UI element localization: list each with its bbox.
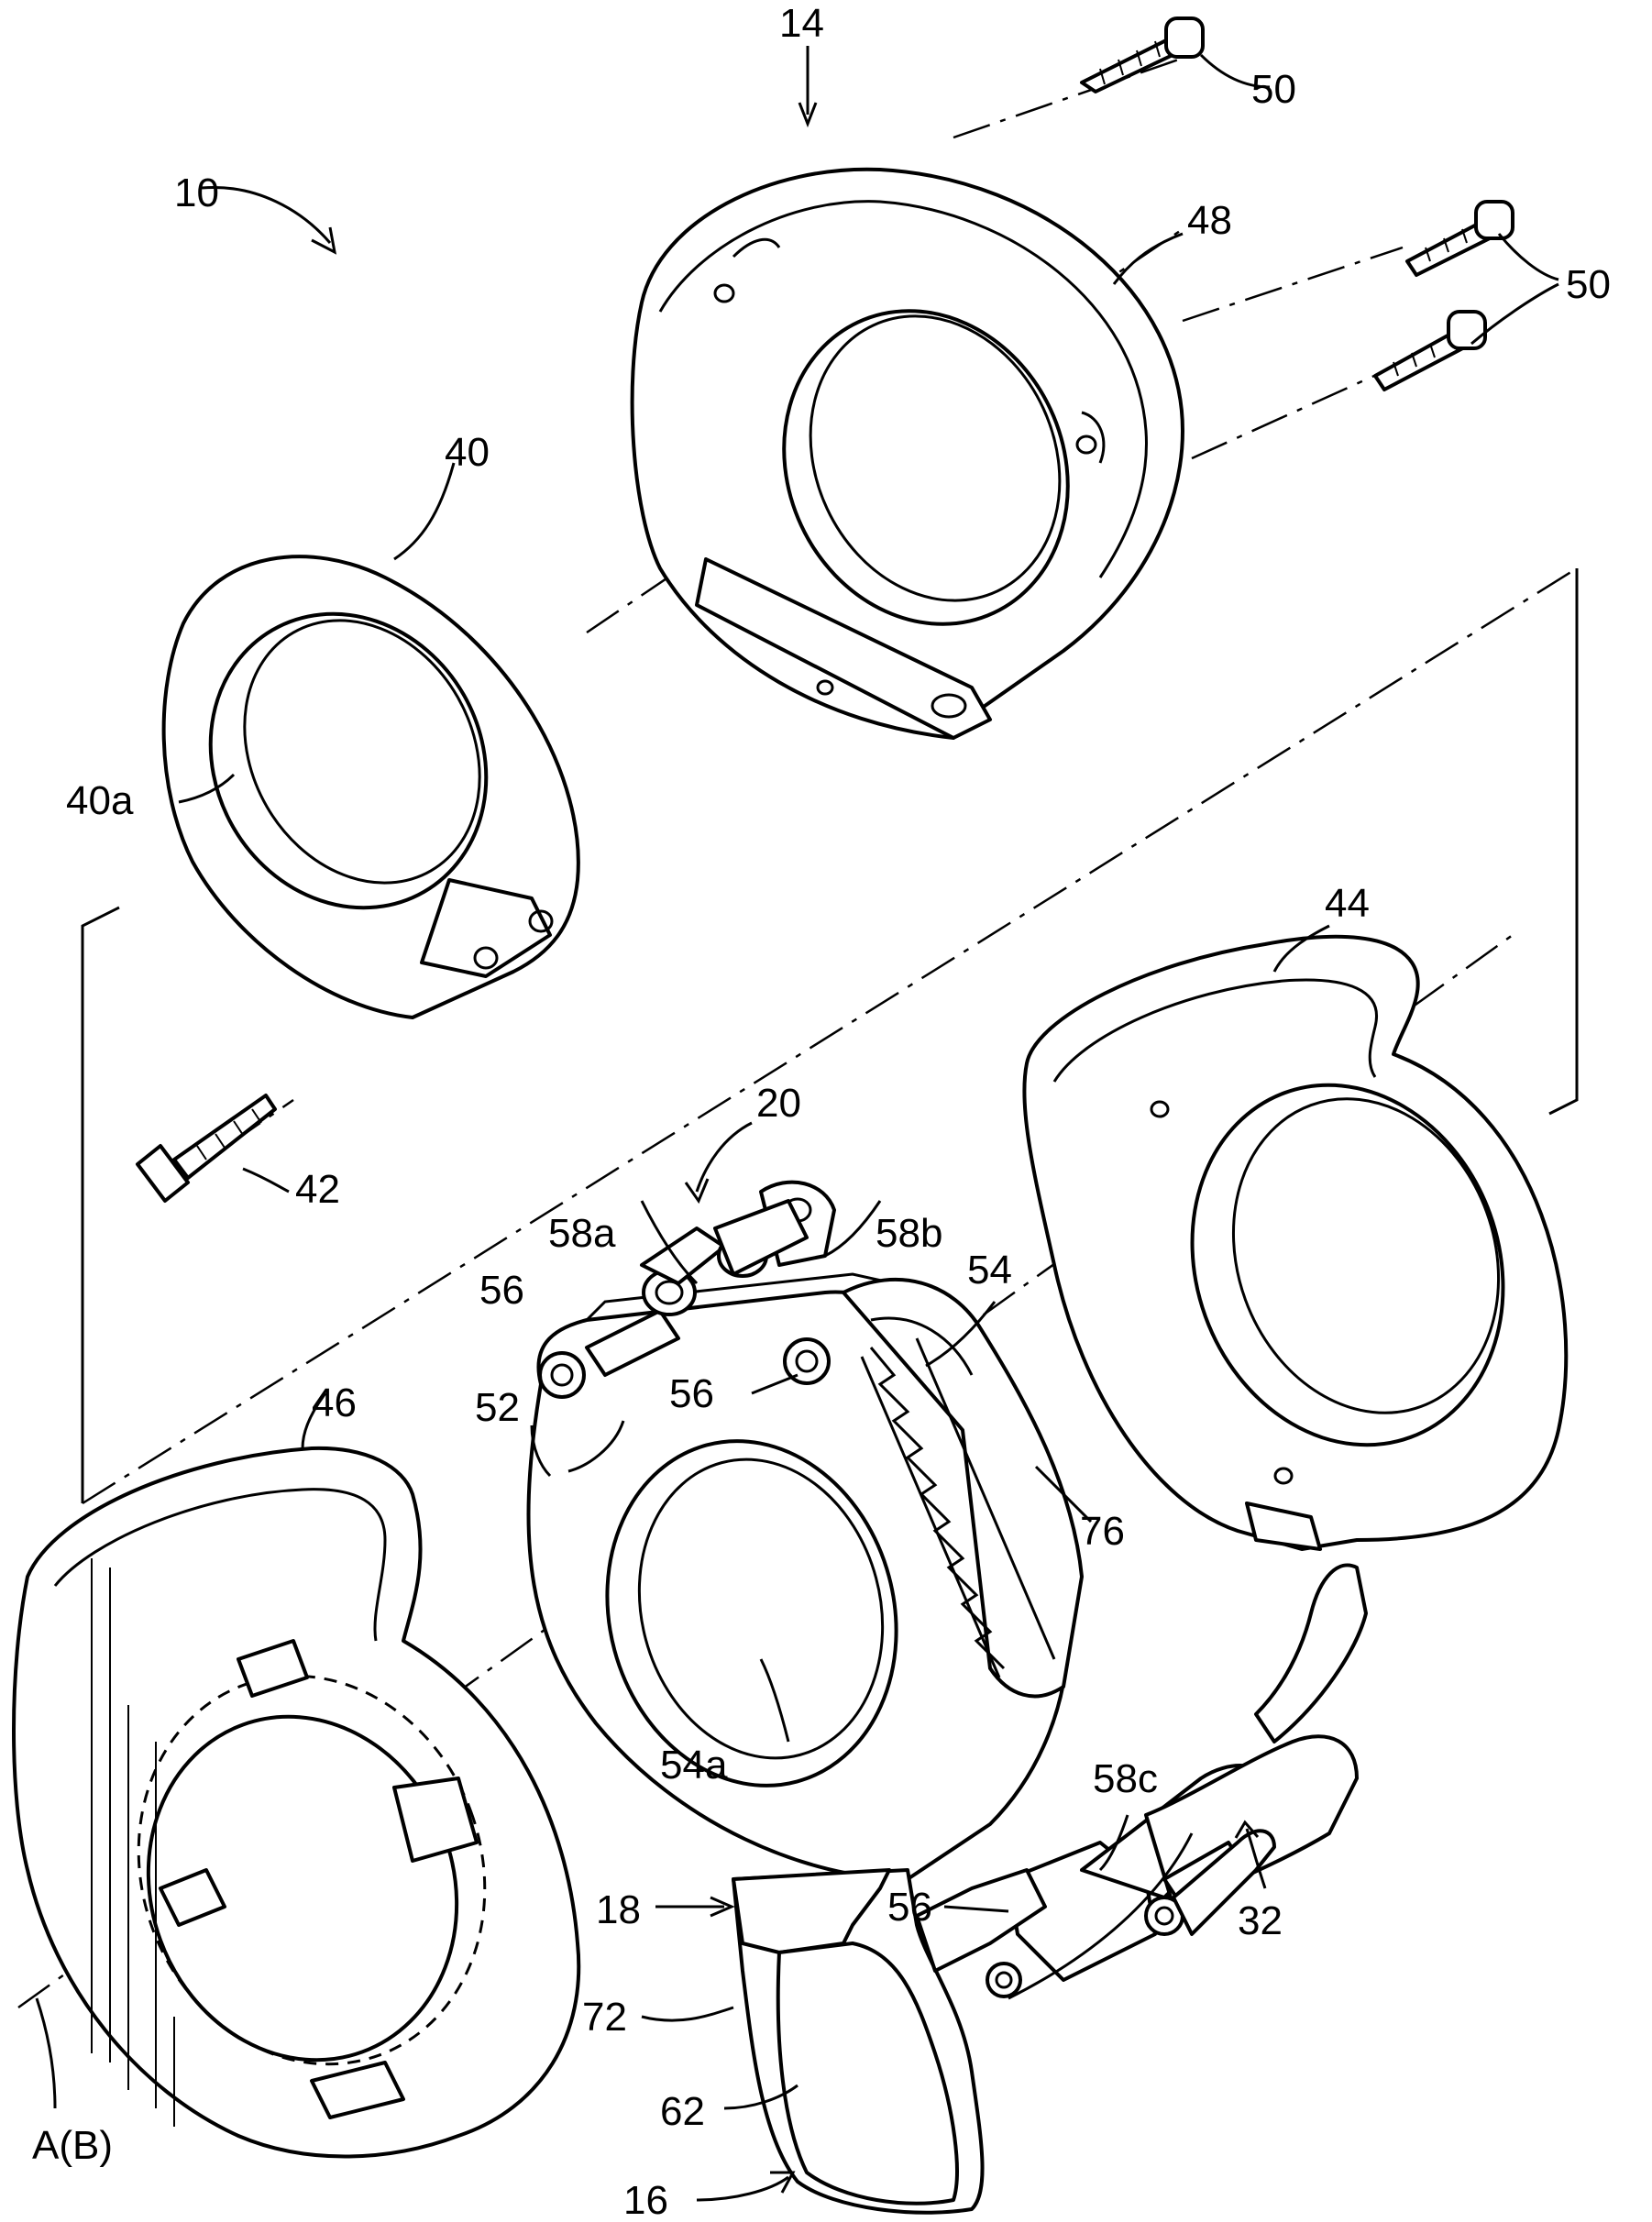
- label-62: 62: [660, 2089, 705, 2134]
- label-56-bottom: 56: [887, 1885, 932, 1930]
- screw-42: [136, 1094, 277, 1203]
- label-54: 54: [967, 1248, 1012, 1292]
- label-18: 18: [596, 1887, 641, 1932]
- label-58a: 58a: [548, 1211, 616, 1256]
- label-10: 10: [174, 170, 219, 215]
- label-56-center: 56: [669, 1371, 714, 1416]
- screw-50-middle: [1405, 200, 1514, 277]
- label-axis-a-b: A(B): [32, 2123, 113, 2168]
- housing-cover-48: [630, 167, 1184, 740]
- screw-50-top: [1080, 16, 1205, 94]
- lever-link-72: [915, 1868, 1047, 1998]
- label-32: 32: [1238, 1898, 1283, 1943]
- label-58c: 58c: [1093, 1756, 1158, 1801]
- operating-lever-62: [732, 1868, 985, 2215]
- screw-50-lower: [1373, 310, 1487, 391]
- label-16: 16: [623, 2178, 668, 2222]
- reference-labels: 10 14 50 50 48 40 40a 42 44 20 58a 58b 5…: [32, 1, 1611, 2222]
- label-52: 52: [475, 1385, 520, 1430]
- label-40: 40: [445, 430, 490, 475]
- label-14: 14: [779, 1, 824, 46]
- label-54a: 54a: [660, 1743, 728, 1788]
- bolt-56-left: [538, 1351, 586, 1399]
- label-48: 48: [1187, 198, 1232, 243]
- leader-lines: [35, 46, 1559, 2202]
- housing-half-46: [12, 1446, 581, 2159]
- label-72: 72: [582, 1995, 627, 2040]
- label-46: 46: [312, 1380, 357, 1425]
- label-56-left: 56: [479, 1268, 524, 1313]
- label-44: 44: [1325, 881, 1370, 926]
- label-42: 42: [295, 1167, 340, 1212]
- cable-32: [1008, 1563, 1368, 2000]
- gate-plate-54: [842, 1278, 1084, 1699]
- label-50-middle: 50: [1566, 262, 1611, 307]
- label-76: 76: [1080, 1509, 1125, 1554]
- housing-half-44: [1022, 934, 1569, 1551]
- clamp-ring-40: [161, 555, 580, 1019]
- label-58b: 58b: [876, 1211, 942, 1256]
- spring-76: [860, 1337, 1056, 1678]
- label-50-top: 50: [1251, 67, 1296, 112]
- pin-58b: [713, 1180, 836, 1278]
- bolt-56-center: [783, 1337, 831, 1385]
- label-40a: 40a: [66, 778, 134, 823]
- label-20: 20: [756, 1081, 801, 1126]
